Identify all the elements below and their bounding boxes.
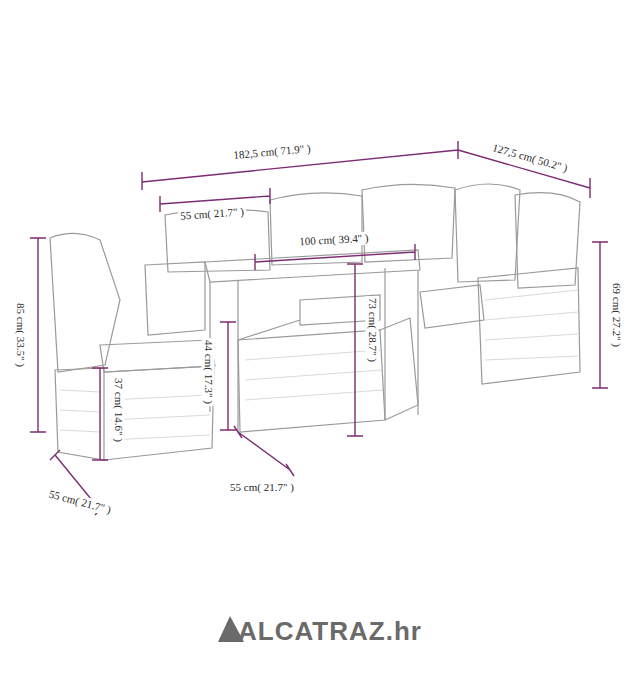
dimension-label: 55 cm( 21.7" ) <box>228 481 296 494</box>
dimension-label: 37 cm( 14.6" ) <box>112 376 125 444</box>
dimension-label: 69 cm( 27.2" ) <box>610 281 623 349</box>
dimension-label: 100 cm( 39.4" ) <box>297 232 371 249</box>
dimension-label: 85 cm( 33.5" ) <box>14 301 27 369</box>
dimension-label: 182,5 cm( 71.9" ) <box>231 142 313 162</box>
dimension-label: 55 cm( 21.7" ) <box>178 205 247 223</box>
watermark: ALCATRAZ.hr <box>238 616 422 647</box>
dimension-label: 73 cm( 28.7" ) <box>366 296 379 364</box>
dimension-label: 55 cm( 21.7" ) <box>46 487 115 517</box>
dimension-label: 44 cm( 17.3" ) <box>202 338 215 406</box>
